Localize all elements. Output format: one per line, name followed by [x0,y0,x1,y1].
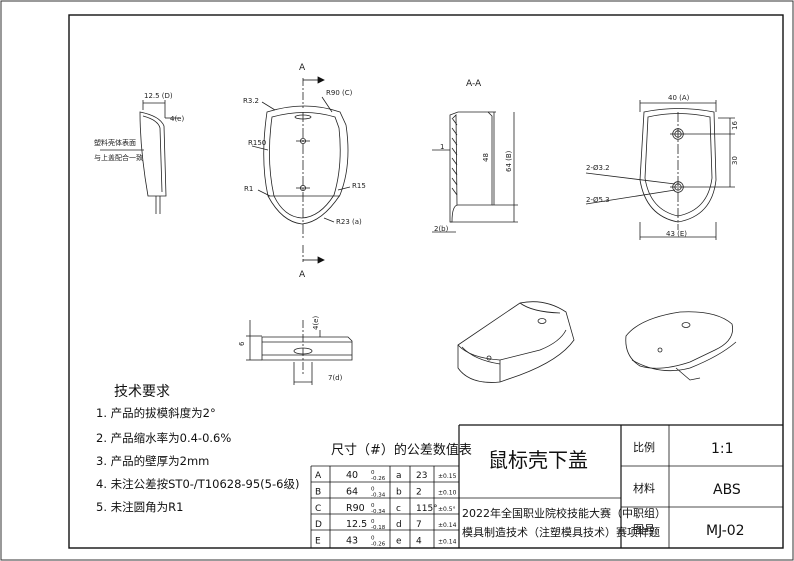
tol-value2: 115° [416,504,438,514]
front-dim-r23: R23 (a) [336,218,362,226]
drawing-no-label: 图号 [633,523,655,536]
tolerance-table-title: 尺寸（#）的公差数值表 [331,442,472,458]
tol-dev2: ±0.5° [438,506,456,513]
tol-upper: 0 [371,470,375,476]
tol-lower: -0.18 [371,525,386,531]
front-dim-r150: R150 [248,139,266,147]
tol-letter: C [315,504,321,514]
side-note-line1: 塑料壳体表面 [94,138,136,147]
front-dim-r15: R15 [352,182,366,190]
tol-value2: 23 [416,471,427,481]
tol-lower: -0.26 [371,542,386,548]
tol-value2: 7 [416,520,422,530]
tol-nominal: 64 [346,486,358,497]
side-dim-width: 12.5 (D) [144,92,173,100]
tol-dev2: ±0.14 [438,539,457,546]
tol-upper: 0 [371,486,375,492]
tol-letter2: e [396,537,402,547]
front-dim-r3-2: R3.2 [243,97,259,105]
right-dim-43: 43 (E) [666,230,687,238]
tol-upper: 0 [371,519,375,525]
bottom-dim-6: 6 [238,341,246,346]
tol-dev2: ±0.15 [438,473,457,480]
tol-letter2: d [396,520,402,530]
section-dim-48: 48 [482,153,490,162]
tolerance-table-grid [310,465,459,548]
right-view [585,100,735,240]
section-dim-64: 64 (B) [505,150,513,172]
tol-letter: B [315,487,321,497]
tol-letter: A [315,471,322,481]
requirements-title: 技术要求 [114,384,170,400]
right-dim-hole-small: 2-Ø3.2 [586,164,610,172]
contest-line2: 模具制造技术（注塑模具技术）赛项样题 [462,525,660,539]
tol-lower: -0.34 [371,492,386,498]
side-note-line2: 与上盖配合一致 [94,153,143,162]
requirement-item: 4. 未注公差按ST0-/T10628-95(5-6级) [96,477,300,491]
tol-letter: E [315,537,321,547]
section-arrow-top [303,76,325,84]
tol-dev2: ±0.10 [438,489,457,496]
requirement-item: 2. 产品缩水率为0.4-0.6% [96,431,232,445]
scale-label: 比例 [633,440,655,454]
scale-value: 1:1 [711,441,734,457]
front-dim-r90: R90 (C) [326,89,353,97]
iso-view-2 [625,311,737,381]
section-arrow-bottom [303,256,325,264]
drawing-no-value: MJ-02 [706,523,745,539]
section-dim-2: 2(b) [434,225,449,233]
section-mark-top: A [299,63,306,73]
right-dim-40: 40 (A) [668,94,690,102]
tol-nominal: R90 [346,503,365,514]
tol-value2: 2 [416,487,422,497]
tol-lower: -0.26 [371,476,386,482]
bottom-view [246,320,353,385]
right-dim-30: 30 [731,156,739,165]
section-view [432,111,518,233]
side-view [100,100,178,214]
tol-nominal: 40 [346,470,358,481]
bottom-dim-7d: 7(d) [328,374,343,382]
bottom-dim-4e: 4(e) [312,316,320,330]
inner-border [68,14,784,549]
requirement-item: 3. 产品的壁厚为2mm [96,454,210,468]
title-block-grid [458,424,783,548]
right-dim-16: 16 [731,121,739,130]
tol-letter2: a [396,471,402,481]
tol-letter: D [315,520,322,530]
tol-upper: 0 [371,503,375,509]
tol-letter2: c [396,504,401,514]
front-dim-r1: R1 [244,185,253,193]
section-title: A-A [466,79,482,89]
contest-line1: 2022年全国职业院校技能大赛（中职组） [462,506,666,520]
tol-lower: -0.34 [371,509,386,515]
material-label: 材料 [633,481,655,495]
part-name: 鼠标壳下盖 [488,448,588,472]
tol-nominal: 12.5 [346,519,367,530]
right-dim-hole-large: 2-Ø5.3 [586,196,610,204]
side-dim-height: 4(e) [170,115,184,123]
front-view [251,78,351,262]
requirement-item: 1. 产品的拔模斜度为2° [96,406,216,420]
material-value: ABS [713,482,741,498]
section-dim-1: 1 [440,143,444,151]
requirement-item: 5. 未注圆角为R1 [96,500,184,514]
tol-upper: 0 [371,536,375,542]
tol-nominal: 43 [346,536,358,547]
iso-view-1 [457,301,575,383]
tol-letter2: b [396,487,402,497]
tol-value2: 4 [416,537,422,547]
tol-dev2: ±0.14 [438,522,457,529]
section-mark-bottom: A [299,270,306,280]
